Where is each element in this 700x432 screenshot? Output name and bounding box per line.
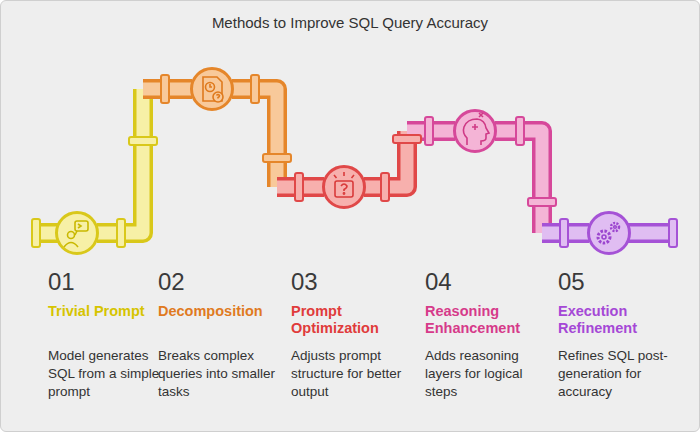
document-clock-icon	[203, 77, 223, 102]
step-number: 01	[48, 267, 170, 297]
icon-part	[341, 184, 347, 191]
pipe-connector	[364, 117, 455, 201]
icon-part	[343, 193, 344, 194]
step-number: 03	[291, 267, 413, 297]
icon-part	[334, 172, 354, 178]
step-heading: Reasoning Enhancement	[425, 303, 547, 343]
step-description: Breaks complex queries into smaller task…	[158, 347, 280, 401]
pipe-connector	[495, 117, 589, 247]
step-number: 02	[158, 267, 280, 297]
icon-part	[479, 113, 483, 117]
question-box-icon	[334, 172, 354, 197]
pipe-flange	[251, 75, 259, 103]
pipe-flange	[516, 117, 524, 145]
icon-part	[463, 119, 489, 145]
pipe-fill	[97, 89, 143, 233]
icon-part	[611, 223, 619, 231]
pipe-flange	[560, 219, 568, 247]
icon-part	[75, 231, 77, 235]
icon-part	[64, 243, 78, 248]
step-text: 01Trivial PromptModel generates SQL from…	[48, 267, 170, 401]
icon-part	[75, 221, 88, 231]
pipe-outline	[97, 89, 143, 233]
step-text: 05Execution RefinementRefines SQL post-g…	[558, 267, 680, 401]
step-heading: Prompt Optimization	[291, 303, 413, 343]
pipe-flange	[425, 117, 433, 145]
pipe-stub	[626, 227, 673, 240]
pipe-connector	[232, 75, 324, 201]
person-chat-icon	[64, 221, 88, 247]
step-heading: Trivial Prompt	[48, 303, 170, 343]
icon-part	[598, 231, 610, 243]
step-text: 02DecompositionBreaks complex queries in…	[158, 267, 280, 401]
step-description: Refines SQL post-generation for accuracy	[558, 347, 680, 401]
pipe-flange	[32, 219, 40, 247]
diagram-title: Methods to Improve SQL Query Accuracy	[1, 14, 699, 31]
pipe-flange	[381, 173, 389, 201]
pipe-flange	[117, 219, 125, 247]
step-heading: Execution Refinement	[558, 303, 680, 343]
icon-part	[335, 181, 353, 197]
gears-icon	[598, 223, 619, 243]
step-description: Adds reasoning layers for logical steps	[425, 347, 547, 401]
icon-part	[210, 84, 212, 87]
pipe-flange	[295, 173, 303, 201]
icon-part	[203, 77, 222, 101]
pipe-flange	[129, 137, 157, 145]
pipe-flange	[393, 135, 421, 143]
step-node: 04Reasoning EnhancementAdds reasoning la…	[453, 109, 497, 153]
step-number: 05	[558, 267, 680, 297]
pipe-fill	[495, 131, 542, 233]
step-node: 01Trivial PromptModel generates SQL from…	[55, 211, 99, 255]
pipe-flange	[528, 198, 556, 206]
step-text: 04Reasoning EnhancementAdds reasoning la…	[425, 267, 547, 401]
pipe-outline	[495, 131, 542, 233]
step-number: 04	[425, 267, 547, 297]
icon-part	[213, 92, 223, 102]
step-node: 03Prompt OptimizationAdjusts prompt stru…	[322, 165, 366, 209]
step-text: 03Prompt OptimizationAdjusts prompt stru…	[291, 267, 413, 401]
icon-part	[68, 232, 75, 239]
step-node: 05Execution RefinementRefines SQL post-g…	[587, 211, 631, 255]
step-heading: Decomposition	[158, 303, 280, 343]
icon-part	[602, 235, 606, 239]
pipe-flange	[263, 154, 291, 162]
icon-part	[217, 95, 220, 99]
step-description: Model generates SQL from a simple prompt	[48, 347, 170, 401]
step-description: Adjusts prompt structure for better outp…	[291, 347, 413, 401]
pipe-flange	[669, 219, 677, 247]
head-math-icon	[463, 113, 489, 145]
pipe-connector	[97, 75, 192, 247]
icon-part	[78, 224, 81, 228]
step-node: 02DecompositionBreaks complex queries in…	[190, 67, 234, 111]
icon-part	[206, 83, 215, 92]
icon-part	[472, 124, 478, 130]
pipe-stub	[626, 223, 673, 243]
pipe-flange	[161, 75, 169, 103]
icon-part	[614, 226, 617, 229]
